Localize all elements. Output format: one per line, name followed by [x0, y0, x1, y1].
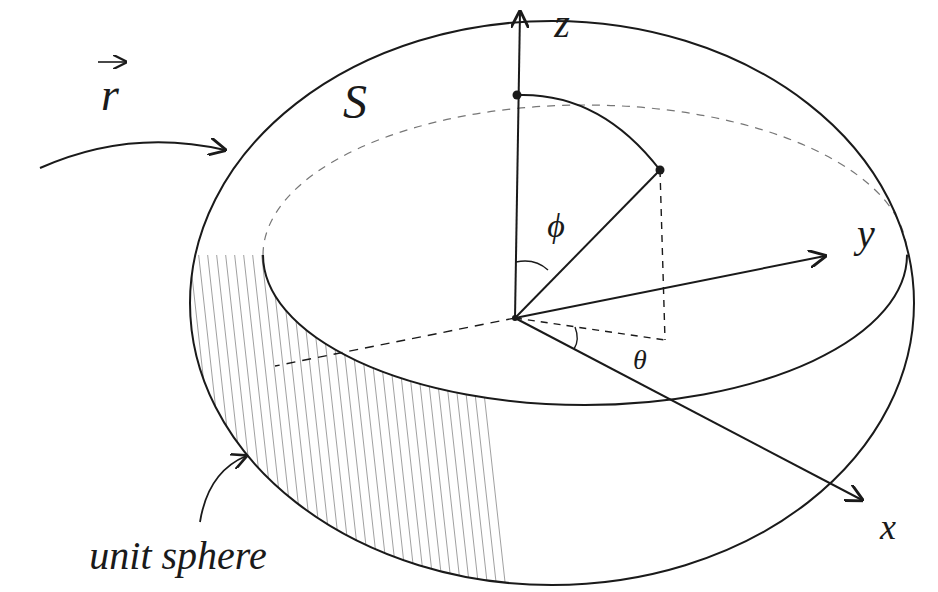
field-arrow [40, 142, 225, 168]
hatch-line [458, 240, 498, 592]
hatch-line [440, 240, 480, 592]
y-axis [515, 256, 825, 318]
x-axis [515, 318, 862, 500]
hatch-line [404, 240, 444, 592]
hatch-line [314, 240, 354, 592]
hatch-line [305, 240, 345, 592]
projection-line [660, 170, 665, 340]
equator-back [263, 105, 907, 255]
equator [263, 255, 907, 405]
hatch-line [269, 240, 309, 592]
sphere-outline [190, 21, 914, 585]
axis-label: z [554, 4, 570, 44]
hatch-line [323, 240, 363, 592]
angle-label: ϕ [547, 209, 565, 243]
surface-label: S [343, 78, 367, 126]
angle-label: θ [633, 346, 647, 374]
hatch-line [431, 240, 471, 592]
hatch-line [278, 240, 318, 592]
vector-arrow-mark [98, 61, 126, 63]
hatch-line [287, 240, 327, 592]
z-axis [515, 12, 520, 318]
radius-line [515, 170, 660, 318]
caption-label: unit sphere [89, 536, 266, 576]
axis-label: y [857, 214, 875, 254]
hatch-line [359, 240, 399, 592]
vector-label: r [101, 72, 119, 118]
hatch-line [377, 240, 417, 592]
phi-arc [516, 261, 548, 270]
axis-label: x [880, 509, 896, 545]
sphere-point [656, 166, 665, 175]
projection-line [515, 318, 665, 340]
hatch-line [422, 240, 462, 592]
hidden-axis [275, 318, 515, 366]
hatch-line [413, 240, 453, 592]
hatch-line [449, 240, 489, 592]
leader-line [200, 456, 246, 522]
hatch-line [341, 240, 381, 592]
meridian-arc [517, 95, 660, 170]
pole-point [513, 91, 522, 100]
hatch-line [386, 240, 426, 592]
hatch-line [467, 240, 507, 592]
theta-arc [574, 327, 577, 349]
hatch-line [296, 240, 336, 592]
origin-point [512, 315, 518, 321]
hatch-line [395, 240, 435, 592]
hatch-line [368, 240, 408, 592]
